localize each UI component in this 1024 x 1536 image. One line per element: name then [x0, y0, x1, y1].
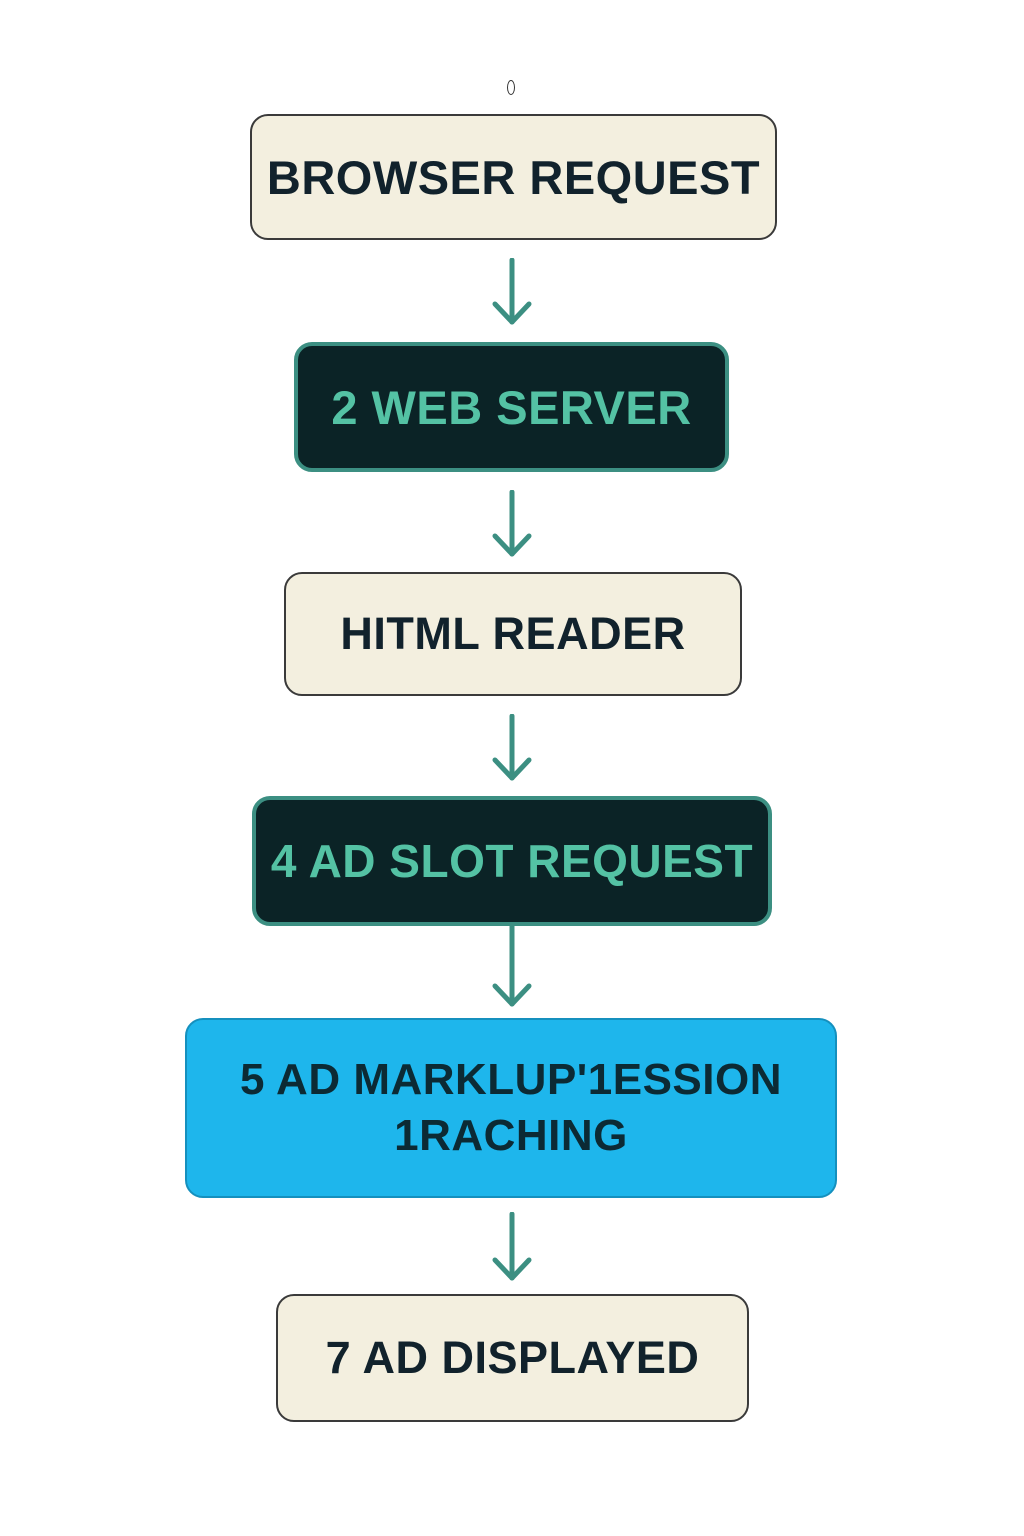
step-label: 5 AD MARKLUP'1ESSION 1RACHING: [239, 1054, 783, 1160]
arrow-down-icon: [487, 714, 537, 782]
step-browser-request: BROWSER REQUEST: [250, 114, 777, 240]
step-ad-displayed: 7 AD DISPLAYED: [276, 1294, 749, 1422]
step-label: 7 AD DISPLAYED: [325, 1332, 700, 1383]
step-label: 4 AD SLOT REQUEST: [270, 835, 754, 887]
step-label: BROWSER REQUEST: [266, 150, 761, 204]
arrow-down-icon: [487, 926, 537, 1008]
arrow-down-icon: [487, 258, 537, 326]
arrow-down-icon: [487, 1212, 537, 1282]
step-ad-markup: 5 AD MARKLUP'1ESSION 1RACHING: [185, 1018, 837, 1198]
top-marker-icon: [507, 80, 515, 95]
step-label: 2 WEB SERVER: [331, 380, 692, 434]
step-web-server: 2 WEB SERVER: [294, 342, 729, 472]
step-ad-slot-request: 4 AD SLOT REQUEST: [252, 796, 772, 926]
arrow-down-icon: [487, 490, 537, 558]
step-label: HITML READER: [340, 608, 686, 659]
step-html-reader: HITML READER: [284, 572, 742, 696]
